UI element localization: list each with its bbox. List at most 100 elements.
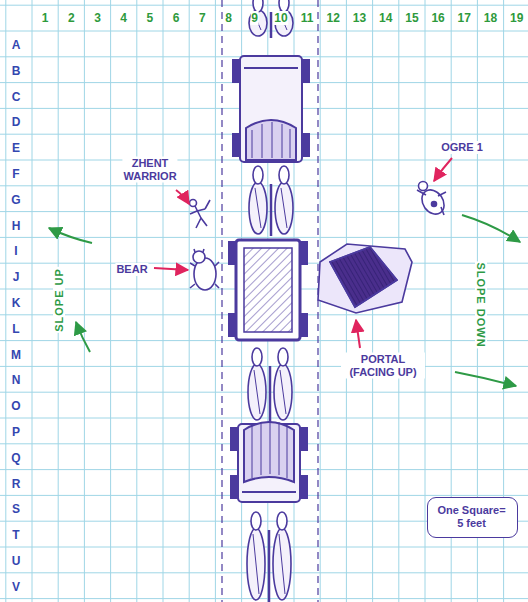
column-number: 16 xyxy=(430,11,445,25)
grid-line xyxy=(0,366,528,367)
row-letter: C xyxy=(11,90,22,104)
column-number-holder: 15 xyxy=(404,8,419,26)
horse-team xyxy=(249,166,293,236)
column-number: 12 xyxy=(326,11,341,25)
grid-line xyxy=(32,0,33,602)
column-number: 8 xyxy=(224,11,233,25)
grid-line xyxy=(215,0,216,602)
column-number: 11 xyxy=(300,11,315,25)
column-number: 17 xyxy=(457,11,472,25)
road-edges xyxy=(222,0,318,602)
column-number: 7 xyxy=(198,11,207,25)
grid-line xyxy=(0,185,528,186)
column-number-holder: 8 xyxy=(224,8,233,26)
row-letter-holder: E xyxy=(11,138,21,156)
row-letter: B xyxy=(11,64,22,78)
grid-line xyxy=(136,0,137,602)
row-letter: M xyxy=(10,348,22,362)
figure-label: BEAR xyxy=(115,263,148,276)
column-number-holder: 4 xyxy=(119,8,128,26)
grid-line xyxy=(189,0,190,602)
row-letter-holder: T xyxy=(11,525,20,543)
figure-label-holder: ZHENT WARRIOR xyxy=(122,157,177,184)
column-number: 13 xyxy=(352,11,367,25)
figure-label: OGRE 1 xyxy=(440,141,484,154)
row-letter: D xyxy=(11,115,22,129)
row-letter: P xyxy=(11,425,21,439)
row-letter-holder: Q xyxy=(10,448,21,466)
row-letter-holder: D xyxy=(11,112,22,130)
horse-teams xyxy=(247,0,293,602)
column-number-holder: 19 xyxy=(509,8,524,26)
slope-label: SLOPE UP xyxy=(53,267,65,333)
column-number-holder: 13 xyxy=(352,8,367,26)
column-number: 3 xyxy=(93,11,102,25)
row-letter-holder: N xyxy=(11,370,22,388)
column-number: 4 xyxy=(119,11,128,25)
column-number-holder: 6 xyxy=(172,8,181,26)
column-number: 14 xyxy=(378,11,393,25)
horse-team xyxy=(249,0,293,38)
row-letter: K xyxy=(11,296,22,310)
row-letter: V xyxy=(11,580,21,594)
row-letter: N xyxy=(11,373,22,387)
row-letter-holder: A xyxy=(11,35,22,53)
column-number: 5 xyxy=(146,11,155,25)
figure-label-holder: BEAR xyxy=(115,259,148,277)
column-number-holder: 1 xyxy=(41,8,50,26)
row-letter: Q xyxy=(10,451,21,465)
row-letter-holder: V xyxy=(11,577,21,595)
grid-line xyxy=(425,0,426,602)
column-number-holder: 2 xyxy=(67,8,76,26)
column-number-holder: 16 xyxy=(430,8,445,26)
scale-text: One Square= 5 feet xyxy=(435,504,509,530)
column-number-holder: 10 xyxy=(273,8,288,26)
column-number-holder: 11 xyxy=(300,8,315,26)
slope-label-holder: SLOPE DOWN xyxy=(473,261,491,348)
row-letter-holder: P xyxy=(11,422,21,440)
row-letter: T xyxy=(11,528,20,542)
row-letter: E xyxy=(11,141,21,155)
grid-line xyxy=(110,0,111,602)
row-letter-holder: S xyxy=(11,499,21,517)
row-letter-holder: M xyxy=(10,345,22,363)
grid-line xyxy=(0,418,528,419)
horse-team xyxy=(247,512,291,602)
column-number-holder: 12 xyxy=(326,8,341,26)
column-number: 10 xyxy=(273,11,288,25)
grid-line xyxy=(5,0,6,602)
row-letter-holder: G xyxy=(10,190,21,208)
column-number-holder: 17 xyxy=(457,8,472,26)
row-letter: A xyxy=(11,38,22,52)
row-letter-holder: I xyxy=(13,241,18,259)
column-number-holder: 3 xyxy=(93,8,102,26)
row-letter: H xyxy=(11,219,22,233)
column-number: 6 xyxy=(172,11,181,25)
row-letter-holder: L xyxy=(11,319,20,337)
figure-label-holder: PORTAL (FACING UP) xyxy=(341,353,425,380)
column-number-holder: 9 xyxy=(250,8,259,26)
grid-line xyxy=(0,237,528,238)
row-letter: R xyxy=(11,477,22,491)
column-number: 1 xyxy=(41,11,50,25)
pointer-arrows xyxy=(49,158,520,386)
grid-line xyxy=(84,0,85,602)
column-number: 19 xyxy=(509,11,524,25)
column-number-holder: 7 xyxy=(198,8,207,26)
row-letter-holder: K xyxy=(11,293,22,311)
slope-label: SLOPE DOWN xyxy=(475,261,487,348)
row-letter-holder: H xyxy=(11,216,22,234)
wagons xyxy=(229,56,309,502)
column-number-holder: 14 xyxy=(378,8,393,26)
row-letter: G xyxy=(10,193,21,207)
column-number: 9 xyxy=(250,11,259,25)
row-letter-holder: J xyxy=(12,267,21,285)
row-letter: F xyxy=(11,167,20,181)
column-number: 15 xyxy=(404,11,419,25)
row-letter: S xyxy=(11,502,21,516)
grid-line xyxy=(0,5,528,6)
row-letter: J xyxy=(12,270,21,284)
row-letter: U xyxy=(11,554,22,568)
portal xyxy=(318,244,412,313)
